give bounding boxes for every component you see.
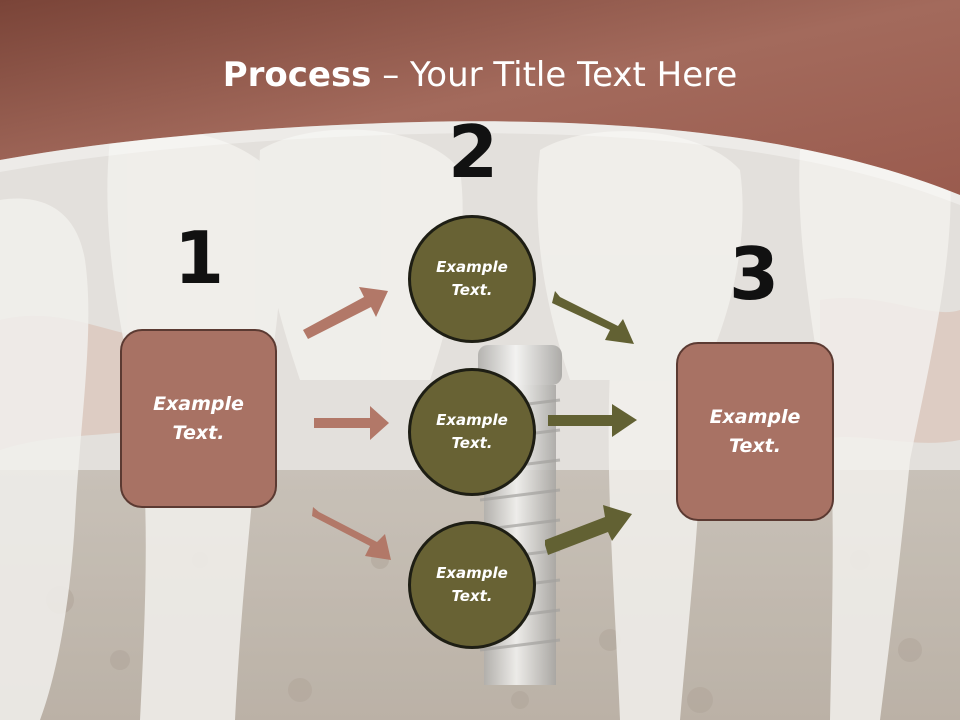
box-left-line2: Text. <box>172 421 225 444</box>
title-strong: Process <box>222 55 372 95</box>
step-number-3: 3 <box>728 232 780 316</box>
circle-1-line2: Text. <box>451 281 493 299</box>
circle-2-line1: Example <box>436 411 508 429</box>
circle-3-line2: Text. <box>451 587 493 605</box>
circle-3-line1: Example <box>436 564 508 582</box>
process-circle-1: Example Text. <box>408 215 536 343</box>
arrow-right-middle <box>548 404 637 437</box>
process-box-right: Example Text. <box>676 342 834 521</box>
circle-2-line2: Text. <box>451 434 493 452</box>
process-circle-2: Example Text. <box>408 368 536 496</box>
slide-title: Process – Your Title Text Here <box>0 52 960 98</box>
arrow-left-up <box>303 287 388 339</box>
arrow-right-down <box>545 505 632 555</box>
title-rest: – Your Title Text Here <box>371 55 738 95</box>
step-number-2: 2 <box>447 110 499 194</box>
arrow-right-up <box>552 291 634 344</box>
circle-1-line1: Example <box>436 258 508 276</box>
step-number-1: 1 <box>173 216 225 300</box>
box-right-line1: Example <box>709 405 801 428</box>
process-box-left: Example Text. <box>120 329 277 508</box>
arrow-left-middle <box>314 406 389 440</box>
process-circle-3: Example Text. <box>408 521 536 649</box>
arrow-left-down <box>312 507 391 560</box>
box-left-line1: Example <box>153 392 244 415</box>
box-right-line2: Text. <box>729 434 781 457</box>
